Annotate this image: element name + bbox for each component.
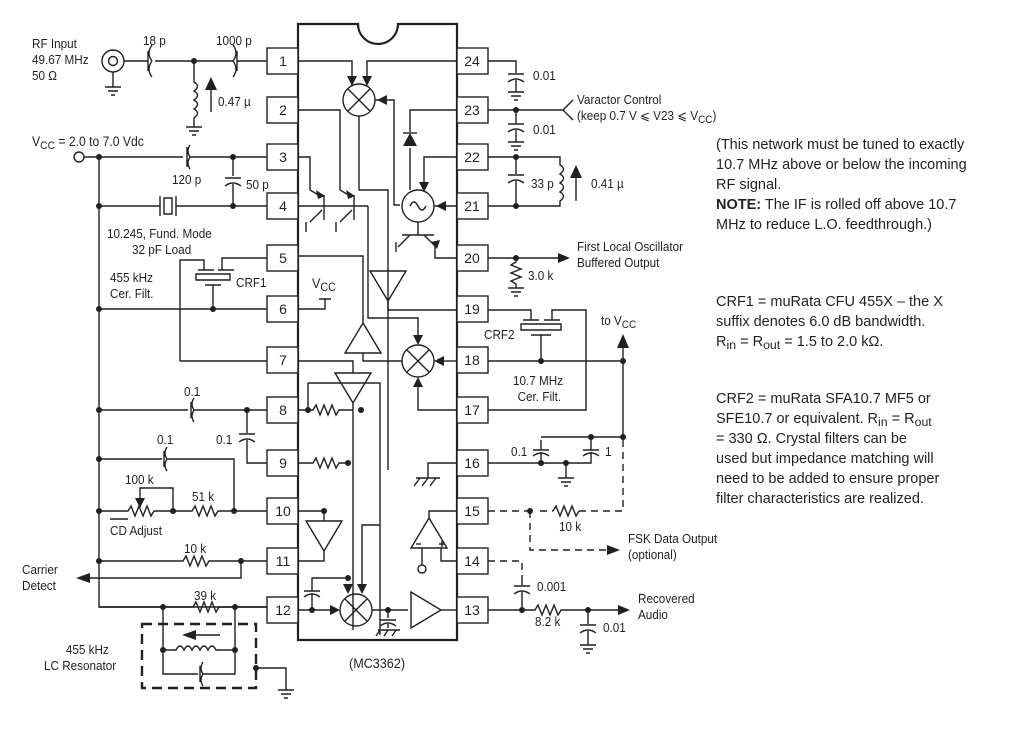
to-vcc-label: to VCC xyxy=(601,313,637,331)
resistor-82k-label: 8.2 k xyxy=(535,614,561,629)
pin-12-label: 12 xyxy=(275,602,291,618)
pin-5-label: 5 xyxy=(279,250,287,266)
quadrature-resistor xyxy=(298,456,351,470)
carrier-detect-network xyxy=(76,554,267,583)
lo-tank xyxy=(488,154,582,209)
crf2-note: CRF2 = muRata SFA10.7 MF5 or SFE10.7 or … xyxy=(716,391,940,507)
cd-adjust-network xyxy=(96,487,267,520)
audio-output-network xyxy=(488,578,630,654)
cap-1000p-label: 1000 p xyxy=(216,33,252,48)
pot-100k-label: 100 k xyxy=(125,472,154,487)
cap-01-pin8-label: 0.1 xyxy=(184,384,201,399)
vcc-supply-label: VCC = 2.0 to 7.0 Vdc xyxy=(32,134,144,152)
cap-01-pin8-9-label: 0.1 xyxy=(216,432,233,447)
cap-01-pin16-label: 0.1 xyxy=(511,444,528,459)
resistor-51k-label: 51 k xyxy=(192,489,215,504)
pin-16-label: 16 xyxy=(464,455,480,471)
resistor-10k-pin11-label: 10 k xyxy=(184,541,207,556)
pin-1-label: 1 xyxy=(279,53,287,69)
cap-001-pin24-label: 0.01 xyxy=(533,68,556,83)
pin-14-label: 14 xyxy=(464,553,480,569)
lc-resonator xyxy=(99,600,294,699)
lo-buffered-output xyxy=(488,253,570,297)
chip-body xyxy=(296,22,459,642)
internal-vcc-label: VCC xyxy=(312,275,336,294)
pin-20-label: 20 xyxy=(464,250,480,266)
crf2-filter xyxy=(488,309,629,437)
pin-19-label: 19 xyxy=(464,301,480,317)
right-pin-boxes xyxy=(456,47,489,624)
first-mixer xyxy=(298,60,457,470)
data-comparator xyxy=(409,510,457,574)
resistor-3k-label: 3.0 k xyxy=(528,268,554,283)
fsk-network xyxy=(488,437,624,578)
rf-input-network xyxy=(101,44,267,136)
cd-adjust-label: CD Adjust xyxy=(110,523,163,538)
crf1-label: CRF1 xyxy=(236,275,267,290)
pin-17-label: 17 xyxy=(464,402,480,418)
vcc-rail xyxy=(73,144,267,608)
pin8-9-network xyxy=(96,397,267,511)
chip-part-number: (MC3362) xyxy=(349,655,406,671)
resistor-10k-fsk-label: 10 k xyxy=(559,519,582,534)
crf2-label: CRF2 xyxy=(484,327,515,342)
local-oscillator xyxy=(395,109,457,259)
cap-0001-label: 0.001 xyxy=(537,579,567,594)
pin-6-label: 6 xyxy=(279,301,287,317)
crystal-label-2: 32 pF Load xyxy=(132,242,192,257)
crystal-label-1: 10.245, Fund. Mode xyxy=(107,226,212,241)
pin16-decoupling xyxy=(488,434,626,487)
pin-24-label: 24 xyxy=(464,53,480,69)
pin-3-label: 3 xyxy=(279,149,287,165)
pin-21-label: 21 xyxy=(464,198,480,214)
varactor-control-label: Varactor Control (keep 0.7 V ⩽ V23 ⩽ VCC… xyxy=(577,92,717,126)
cap-120p-label: 120 p xyxy=(172,172,202,187)
pin-10-label: 10 xyxy=(275,503,291,519)
tuning-note: (This network must be tuned to exactly 1… xyxy=(716,137,967,233)
pin-2-label: 2 xyxy=(279,102,287,118)
crf1-note: CRF1 = muRata CFU 455X – the X suffix de… xyxy=(716,294,943,353)
pin-15-label: 15 xyxy=(464,503,480,519)
carrier-detect-amp xyxy=(298,508,344,562)
fsk-data-output-label: FSK Data Output(optional) xyxy=(628,531,718,562)
crf1-filter xyxy=(96,257,267,362)
pin-22-label: 22 xyxy=(464,149,480,165)
cap-50p-label: 50 p xyxy=(246,177,269,192)
pin-18-label: 18 xyxy=(464,352,480,368)
pin-7-label: 7 xyxy=(279,352,287,368)
cap-1-pin16-label: 1 xyxy=(605,444,612,459)
cap-01-pin9-label: 0.1 xyxy=(157,432,174,447)
cap-33p-label: 33 p xyxy=(531,176,554,191)
pin-4-label: 4 xyxy=(279,198,287,214)
audio-amp xyxy=(410,590,457,630)
cap-18p-label: 18 p xyxy=(143,33,166,48)
pin-8-label: 8 xyxy=(279,402,287,418)
internal-vcc-tap xyxy=(298,298,331,310)
oscillator-transistors xyxy=(298,109,368,232)
pin-13-label: 13 xyxy=(464,602,480,618)
pin-23-label: 23 xyxy=(464,102,480,118)
chip-ground-16 xyxy=(413,462,457,487)
lo-buffer-amp xyxy=(368,270,457,311)
inductor-047u-label: 0.47 µ xyxy=(218,94,251,109)
inductor-041u-label: 0.41 µ xyxy=(591,176,624,191)
detector-mixer xyxy=(298,524,408,637)
resistor-39k-label: 39 k xyxy=(194,588,217,603)
cap-001-audio-label: 0.01 xyxy=(603,620,626,635)
if-amplifiers xyxy=(298,255,383,635)
pin-11-label: 11 xyxy=(275,553,291,569)
pin24-23-decoupling xyxy=(488,60,574,151)
pin-9-label: 9 xyxy=(279,455,287,471)
second-mixer xyxy=(362,206,457,411)
cap-001-pin23-label: 0.01 xyxy=(533,122,556,137)
left-pin-boxes xyxy=(266,47,299,624)
